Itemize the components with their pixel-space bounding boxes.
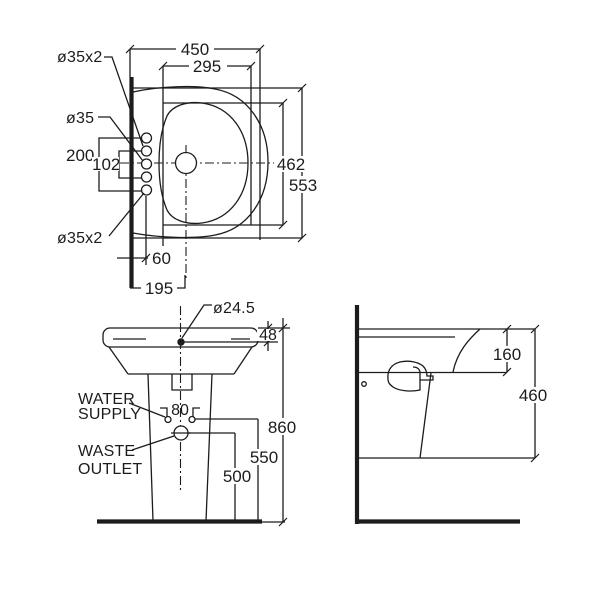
dim-102-bg — [92, 157, 119, 171]
mounting-bracket-outline — [387, 360, 434, 392]
side-view: 160 460 — [354, 305, 550, 524]
dim-295-label: 295 — [193, 57, 221, 76]
wall-hole-3 — [140, 158, 153, 170]
leader-hole-pair-bottom — [108, 192, 145, 237]
dim-500-bg — [221, 468, 253, 484]
pedestal-right — [205, 373, 213, 522]
front-overflow-notch — [171, 374, 193, 391]
dim-195-label: 195 — [145, 279, 173, 298]
leader-hole-single — [98, 116, 144, 162]
dim-450-label: 450 — [181, 40, 209, 59]
supply-hole-left — [164, 415, 172, 424]
dim-160-bg — [491, 346, 524, 362]
dim-80-tick-left — [160, 407, 168, 417]
label-water-supply-1: WATER — [78, 391, 135, 408]
mounting-bracket-inner — [412, 366, 421, 380]
dim-295-tick-right — [246, 61, 256, 71]
dim-48-bg — [257, 329, 279, 341]
leader-waste-outlet — [131, 435, 175, 451]
dim-462-bg — [276, 156, 306, 172]
label-hole-pair-top: ø35x2 — [57, 49, 102, 66]
top-view: 450 295 ø35x2 ø35 ø35x2 200 1 — [57, 40, 319, 298]
side-basin-front-curve — [452, 328, 481, 373]
wall-hole-4 — [140, 171, 153, 183]
dim-462-tick-bottom — [278, 220, 288, 230]
dim-860-tick-top — [278, 323, 288, 333]
label-hole-pair-bottom: ø35x2 — [57, 230, 102, 247]
dim-80-tick-right — [192, 407, 200, 417]
dim-160-label: 160 — [493, 345, 521, 364]
drain-hole — [174, 151, 198, 175]
dim-295-bg — [189, 58, 227, 74]
basin-outer-outline — [132, 85, 269, 239]
dim-460-bg — [517, 387, 550, 403]
leader-tap-hole — [181, 304, 212, 339]
front-body-left — [108, 346, 129, 375]
dim-460-tick-bottom — [530, 453, 540, 463]
dim-860-bg — [265, 418, 299, 435]
supply-hole-right — [188, 415, 196, 424]
dim-160-tick-bottom — [502, 367, 512, 377]
dim-60-label: 60 — [152, 249, 171, 268]
front-body-right — [233, 346, 253, 375]
leader-water-supply — [128, 402, 166, 418]
dim-80-label: 80 — [171, 402, 189, 419]
dim-195-bg — [141, 279, 177, 296]
tap-hole — [177, 338, 185, 346]
wall-hole-1 — [140, 132, 153, 144]
dim-550-bg — [248, 449, 280, 465]
wall-hole-5 — [140, 184, 153, 196]
label-waste-outlet-2: OUTLET — [78, 461, 142, 478]
dim-450-tick-right — [255, 44, 265, 54]
dim-102-label: 102 — [92, 155, 120, 174]
label-water-supply-2: SUPPLY — [78, 406, 141, 423]
label-hole-single: ø35 — [66, 110, 94, 127]
dim-553-tick-bottom — [297, 233, 307, 243]
dim-460-tick-top — [530, 324, 540, 334]
dim-553-tick-top — [297, 83, 307, 93]
wall-hole-2 — [140, 145, 153, 157]
front-view: ø24.5 WATER SUPPLY 80 WASTE OUTLET 48 — [78, 300, 299, 527]
dim-200-label: 200 — [66, 146, 94, 165]
dim-295-tick-left — [158, 61, 168, 71]
dim-450-tick-left — [125, 44, 135, 54]
dim-460-label: 460 — [519, 386, 547, 405]
dim-60-tick — [141, 253, 151, 263]
dim-48-label: 48 — [259, 327, 277, 344]
dim-462-tick-top — [278, 98, 288, 108]
dim-462-label: 462 — [277, 155, 305, 174]
side-pedestal-line — [419, 372, 432, 459]
dim-160-tick-top — [502, 324, 512, 334]
dim-860-label: 860 — [268, 418, 296, 437]
dim-553-bg — [288, 176, 319, 193]
label-tap-hole-dia: ø24.5 — [213, 300, 255, 317]
dim-450-bg — [176, 41, 214, 57]
leader-hole-pair-top — [104, 56, 144, 147]
label-waste-outlet-1: WASTE — [78, 443, 135, 460]
dim-550-label: 550 — [250, 448, 278, 467]
side-wall-fixing-hole — [361, 381, 367, 387]
pedestal-left — [147, 373, 154, 522]
dim-500-label: 500 — [223, 467, 251, 486]
dim-553-label: 553 — [289, 176, 317, 195]
